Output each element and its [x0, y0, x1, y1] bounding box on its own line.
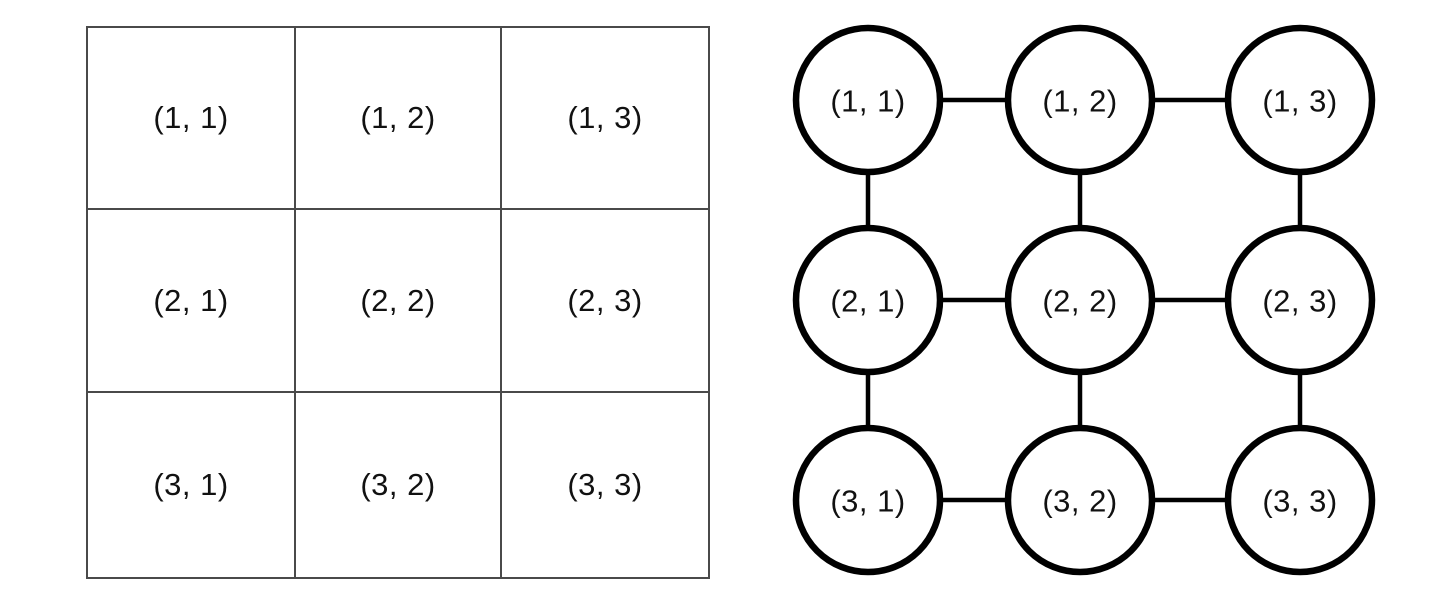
- node-circle-1-3[interactable]: [1224, 24, 1376, 176]
- grid-cell-1-3: (1, 3): [500, 26, 710, 210]
- node-label-2-3: (2, 3): [1262, 284, 1337, 319]
- grid-cell-2-1: (2, 1): [86, 208, 296, 393]
- table-row: (1, 1) (1, 2) (1, 3): [86, 26, 710, 210]
- grid-cell-3-2: (3, 2): [294, 391, 502, 579]
- grid-cell-1-1: (1, 1): [86, 26, 296, 210]
- node-label-3-2: (3, 2): [1042, 484, 1117, 519]
- node-circle-1-1[interactable]: [792, 24, 944, 176]
- node-circle-3-3[interactable]: [1224, 424, 1376, 576]
- node-circle-3-2[interactable]: [1004, 424, 1156, 576]
- grid-cell-3-1: (3, 1): [86, 391, 296, 579]
- grid-cell-3-3: (3, 3): [500, 391, 710, 579]
- graph-node-2-2[interactable]: (2, 2): [1004, 224, 1156, 376]
- graph-node-2-1[interactable]: (2, 1): [792, 224, 944, 376]
- node-label-1-2: (1, 2): [1042, 84, 1117, 119]
- node-label-3-3: (3, 3): [1262, 484, 1337, 519]
- edge-layer: [865, 97, 1303, 503]
- node-label-1-1: (1, 1): [830, 84, 905, 119]
- node-circle-1-2[interactable]: [1004, 24, 1156, 176]
- table-row: (3, 1) (3, 2) (3, 3): [86, 391, 710, 579]
- node-circle-2-2[interactable]: [1004, 224, 1156, 376]
- lattice-graph-svg: (1, 1) (1, 2) (1, 3) (2, 1) (2, 2) (2, 3) (3, …: [792, 24, 1376, 576]
- grid-cell-2-3: (2, 3): [500, 208, 710, 393]
- node-label-3-1: (3, 1): [830, 484, 905, 519]
- graph-node-1-2[interactable]: (1, 2): [1004, 24, 1156, 176]
- grid-cell-2-2: (2, 2): [294, 208, 502, 393]
- node-circle-2-3[interactable]: [1224, 224, 1376, 376]
- node-label-2-1: (2, 1): [830, 284, 905, 319]
- node-layer: (1, 1) (1, 2) (1, 3) (2, 1) (2, 2) (2, 3) (3, …: [792, 24, 1376, 576]
- graph-node-2-3[interactable]: (2, 3): [1224, 224, 1376, 376]
- graph-node-3-1[interactable]: (3, 1): [792, 424, 944, 576]
- graph-node-1-3[interactable]: (1, 3): [1224, 24, 1376, 176]
- node-circle-3-1[interactable]: [792, 424, 944, 576]
- coordinate-grid-table: (1, 1) (1, 2) (1, 3) (2, 1) (2, 2) (2, 3…: [86, 26, 710, 579]
- grid-cell-1-2: (1, 2): [294, 26, 502, 210]
- node-circle-2-1[interactable]: [792, 224, 944, 376]
- lattice-graph: (1, 1) (1, 2) (1, 3) (2, 1) (2, 2) (2, 3) (3, …: [780, 14, 1400, 594]
- node-label-2-2: (2, 2): [1042, 284, 1117, 319]
- graph-node-3-2[interactable]: (3, 2): [1004, 424, 1156, 576]
- node-label-1-3: (1, 3): [1262, 84, 1337, 119]
- graph-node-3-3[interactable]: (3, 3): [1224, 424, 1376, 576]
- grid-table-body: (1, 1) (1, 2) (1, 3) (2, 1) (2, 2) (2, 3…: [86, 26, 710, 579]
- graph-node-1-1[interactable]: (1, 1): [792, 24, 944, 176]
- table-row: (2, 1) (2, 2) (2, 3): [86, 208, 710, 393]
